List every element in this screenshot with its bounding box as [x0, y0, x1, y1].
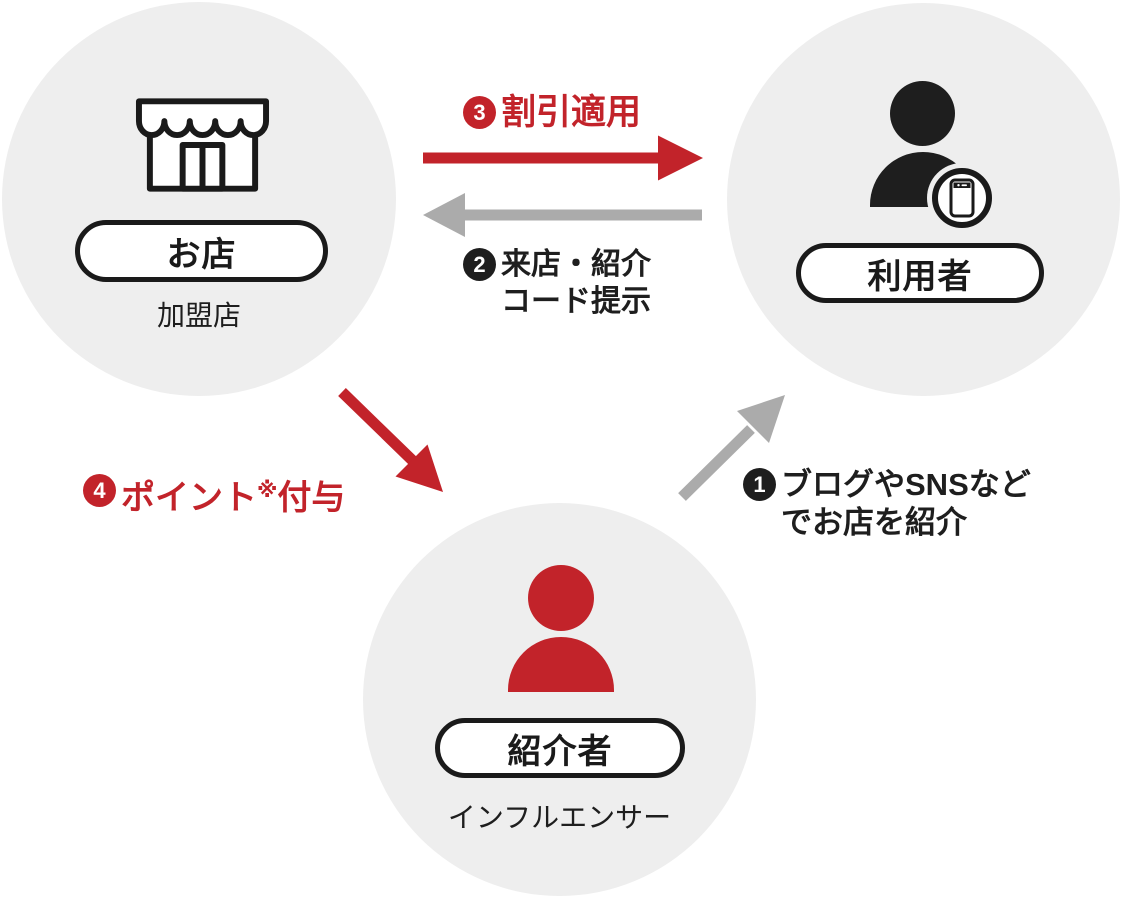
referrer-subtitle: インフルエンサー — [447, 802, 672, 833]
store-pill-label: お店 — [166, 235, 237, 274]
step1-text-line2: でお店を紹介 — [781, 505, 967, 540]
referrer-node: 紹介者 インフルエンサー — [363, 503, 756, 896]
step2-text: 来店・紹介 コード提示 — [501, 246, 651, 320]
step4-text-pre: ポイント — [121, 479, 257, 517]
arrow-step3-right-icon — [423, 135, 703, 181]
step4-text-post: 付与 — [277, 479, 346, 517]
person-head — [890, 81, 955, 146]
step1-text: ブログやSNSなど でお店を紹介 — [781, 466, 1031, 542]
step2-text-line2: コード提示 — [501, 285, 651, 318]
step4-label: 4 ポイント※付与 — [83, 472, 345, 517]
referrer-pill-label: 紹介者 — [507, 732, 613, 771]
storefront-icon — [135, 98, 270, 192]
step2-text-line1: 来店・紹介 — [501, 248, 651, 281]
step4-number-badge: 4 — [83, 474, 116, 507]
step1-text-line1: ブログやSNSなど — [781, 467, 1031, 502]
smartphone-badge — [932, 168, 992, 228]
store-pill: お店 — [75, 220, 328, 282]
smartphone-icon — [949, 178, 975, 218]
arrow-step2-left-icon — [423, 193, 702, 237]
arrow-step4-diagonal-icon — [338, 388, 443, 492]
step3-number-badge: 3 — [463, 96, 496, 129]
store-subtitle: 加盟店 — [156, 300, 241, 331]
store-node: お店 加盟店 — [2, 2, 396, 396]
step2-number-badge: 2 — [463, 248, 496, 281]
user-pill: 利用者 — [796, 243, 1044, 303]
step4-footnote-mark: ※ — [257, 479, 278, 502]
step2-label: 2 来店・紹介 コード提示 — [463, 246, 651, 320]
referrer-pill: 紹介者 — [435, 718, 685, 778]
step3-text: 割引適用 — [501, 93, 642, 132]
step1-label: 1 ブログやSNSなど でお店を紹介 — [743, 466, 1031, 542]
step4-text: ポイント※付与 — [121, 472, 345, 517]
user-pill-label: 利用者 — [867, 257, 973, 296]
user-node: 利用者 — [727, 3, 1120, 396]
person-head — [528, 565, 594, 631]
person-torso — [508, 637, 614, 692]
step3-label: 3 割引適用 — [463, 94, 641, 131]
step1-number-badge: 1 — [743, 468, 776, 501]
